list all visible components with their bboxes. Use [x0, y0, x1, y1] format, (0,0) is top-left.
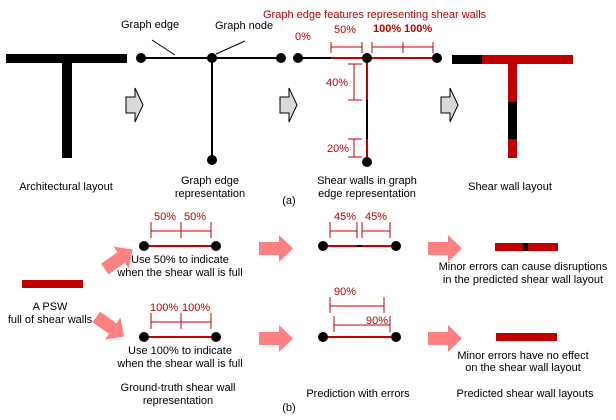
apsw-label-2: full of shear walls — [8, 314, 93, 326]
apsw-label: A PSW — [33, 301, 68, 313]
pred-caption: Prediction with errors — [306, 388, 410, 400]
graph-node — [207, 53, 217, 63]
dimension-brackets — [330, 42, 434, 158]
panel-label-b: (b) — [282, 402, 295, 414]
caption-shear-layout: Shear wall layout — [468, 181, 552, 193]
gt50-v2: 50% — [184, 211, 206, 223]
pink-arrow-icon — [259, 325, 293, 352]
pred100-v1: 90% — [334, 286, 356, 298]
graph-node-label: Graph node — [215, 20, 273, 32]
gray-arrow-icon — [125, 87, 144, 123]
feature-50: 50% — [334, 24, 356, 36]
result-bottom: Minor errors have no effect — [457, 350, 588, 362]
features-title: Graph edge features representing shear w… — [263, 9, 487, 21]
result-top-2: in the predicted shear wall layout — [443, 274, 603, 286]
shear-wall-layout: Shear wall layout — [452, 55, 573, 193]
caption-shear-graph-2: edge representation — [318, 188, 416, 200]
result-bottom-2: on the shear wall layout — [465, 362, 581, 374]
panel-label-a: (a) — [282, 195, 295, 207]
feature-0: 0% — [295, 31, 311, 43]
caption-graph-edge-2: representation — [175, 188, 245, 200]
pred50-v2: 45% — [365, 211, 387, 223]
gt100-v2: 100% — [182, 302, 210, 314]
caption-shear-graph: Shear walls in graph — [317, 175, 417, 187]
shear-wall-graph: Graph edge features representing shear w… — [263, 9, 487, 200]
gt-caption-2: representation — [143, 395, 213, 407]
pred100-v2: 90% — [366, 315, 388, 327]
prediction-100: 90% 90% Prediction with errors — [306, 286, 410, 400]
pred50-v1: 45% — [334, 211, 356, 223]
gt100-caption-2: when the shear wall is full — [116, 358, 242, 370]
pink-arrow-icon — [428, 235, 462, 262]
graph-edge-label: Graph edge — [121, 19, 179, 31]
pink-arrow-icon — [428, 325, 462, 352]
ground-truth-50: 50% 50% Use 50% to indicate when the she… — [116, 211, 242, 279]
ground-truth-100: 100% 100% Use 100% to indicate when the … — [116, 302, 295, 414]
feature-40: 40% — [326, 77, 348, 89]
apsw: A PSW full of shear walls — [8, 280, 93, 326]
graph-node — [207, 155, 217, 165]
gray-arrow-icon — [440, 87, 459, 123]
graph-node — [136, 53, 146, 63]
gt50-caption: Use 50% to indicate — [131, 254, 229, 266]
gt50-caption-2: when the shear wall is full — [116, 267, 242, 279]
graph-edge-representation: Graph edge Graph node Graph edge represe… — [121, 19, 296, 207]
gray-arrow-icon — [279, 87, 298, 123]
caption-architectural: Architectural layout — [19, 181, 113, 193]
wall-vertical — [62, 63, 72, 158]
result-caption: Predicted shear wall layouts — [457, 388, 594, 400]
feature-100a: 100% — [373, 23, 401, 35]
predicted-layouts: Minor errors can cause disruptions in th… — [439, 243, 608, 400]
result-top: Minor errors can cause disruptions — [439, 261, 608, 273]
wall-horizontal — [6, 54, 127, 63]
gt50-v1: 50% — [154, 211, 176, 223]
gt-caption: Ground-truth shear wall — [121, 382, 236, 394]
gt100-caption: Use 100% to indicate — [128, 345, 232, 357]
gt100-v1: 100% — [150, 302, 178, 314]
prediction-50: 45% 45% — [318, 211, 401, 251]
feature-20: 20% — [327, 143, 349, 155]
caption-graph-edge: Graph edge — [181, 175, 239, 187]
pink-arrow-icon — [259, 235, 293, 262]
feature-100b: 100% — [404, 23, 432, 35]
graph-node — [276, 53, 286, 63]
pink-arrow-icon — [88, 306, 132, 348]
architectural-layout: Architectural layout — [6, 54, 127, 193]
